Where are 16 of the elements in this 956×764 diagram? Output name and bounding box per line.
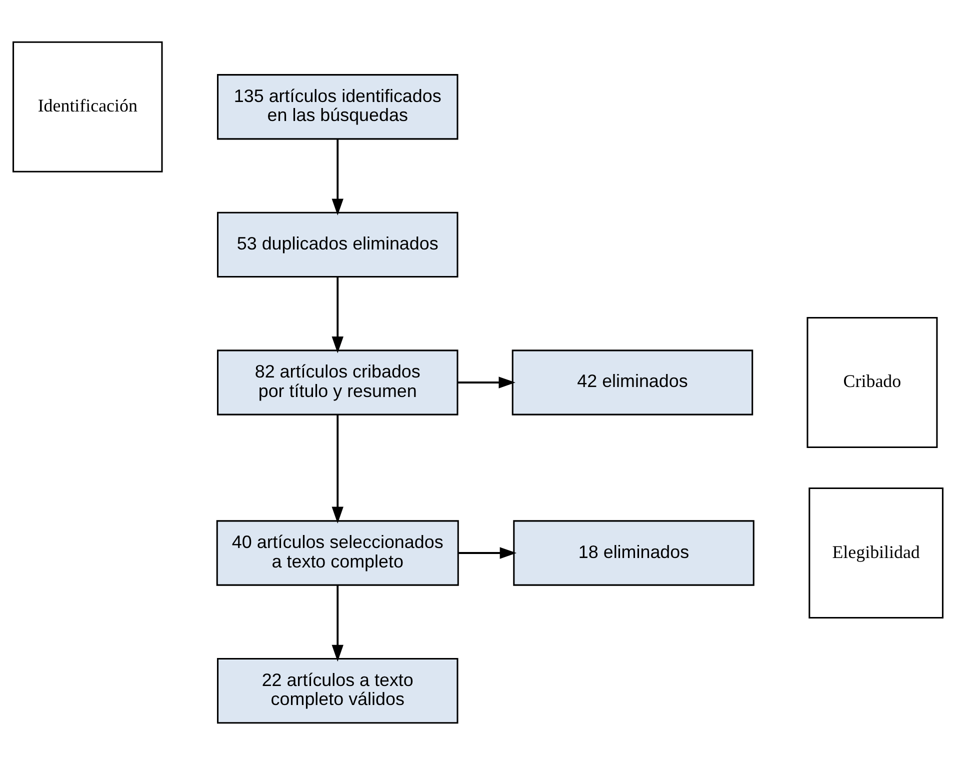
node-box: Cribado — [806, 316, 938, 448]
node-box: Identificación — [12, 40, 163, 172]
arrow — [332, 276, 344, 353]
node-box: 42 eliminados — [512, 349, 754, 415]
node-box: 135 artículos identificados en las búsquedas — [216, 74, 458, 140]
arrow — [332, 414, 344, 523]
node-box: 53 duplicados eliminados — [216, 211, 458, 277]
node-box: 40 artículos seleccionados a texto completo — [216, 520, 459, 586]
node-box: 18 eliminados — [513, 520, 754, 586]
node-box: 82 artículos cribados por título y resumen — [216, 349, 458, 415]
node-box: 22 artículos a texto completo válidos — [216, 658, 458, 724]
arrow — [458, 546, 517, 558]
arrow — [332, 584, 344, 662]
node-box: Elegibilidad — [808, 487, 944, 618]
arrow — [458, 376, 516, 388]
arrow — [332, 138, 344, 215]
